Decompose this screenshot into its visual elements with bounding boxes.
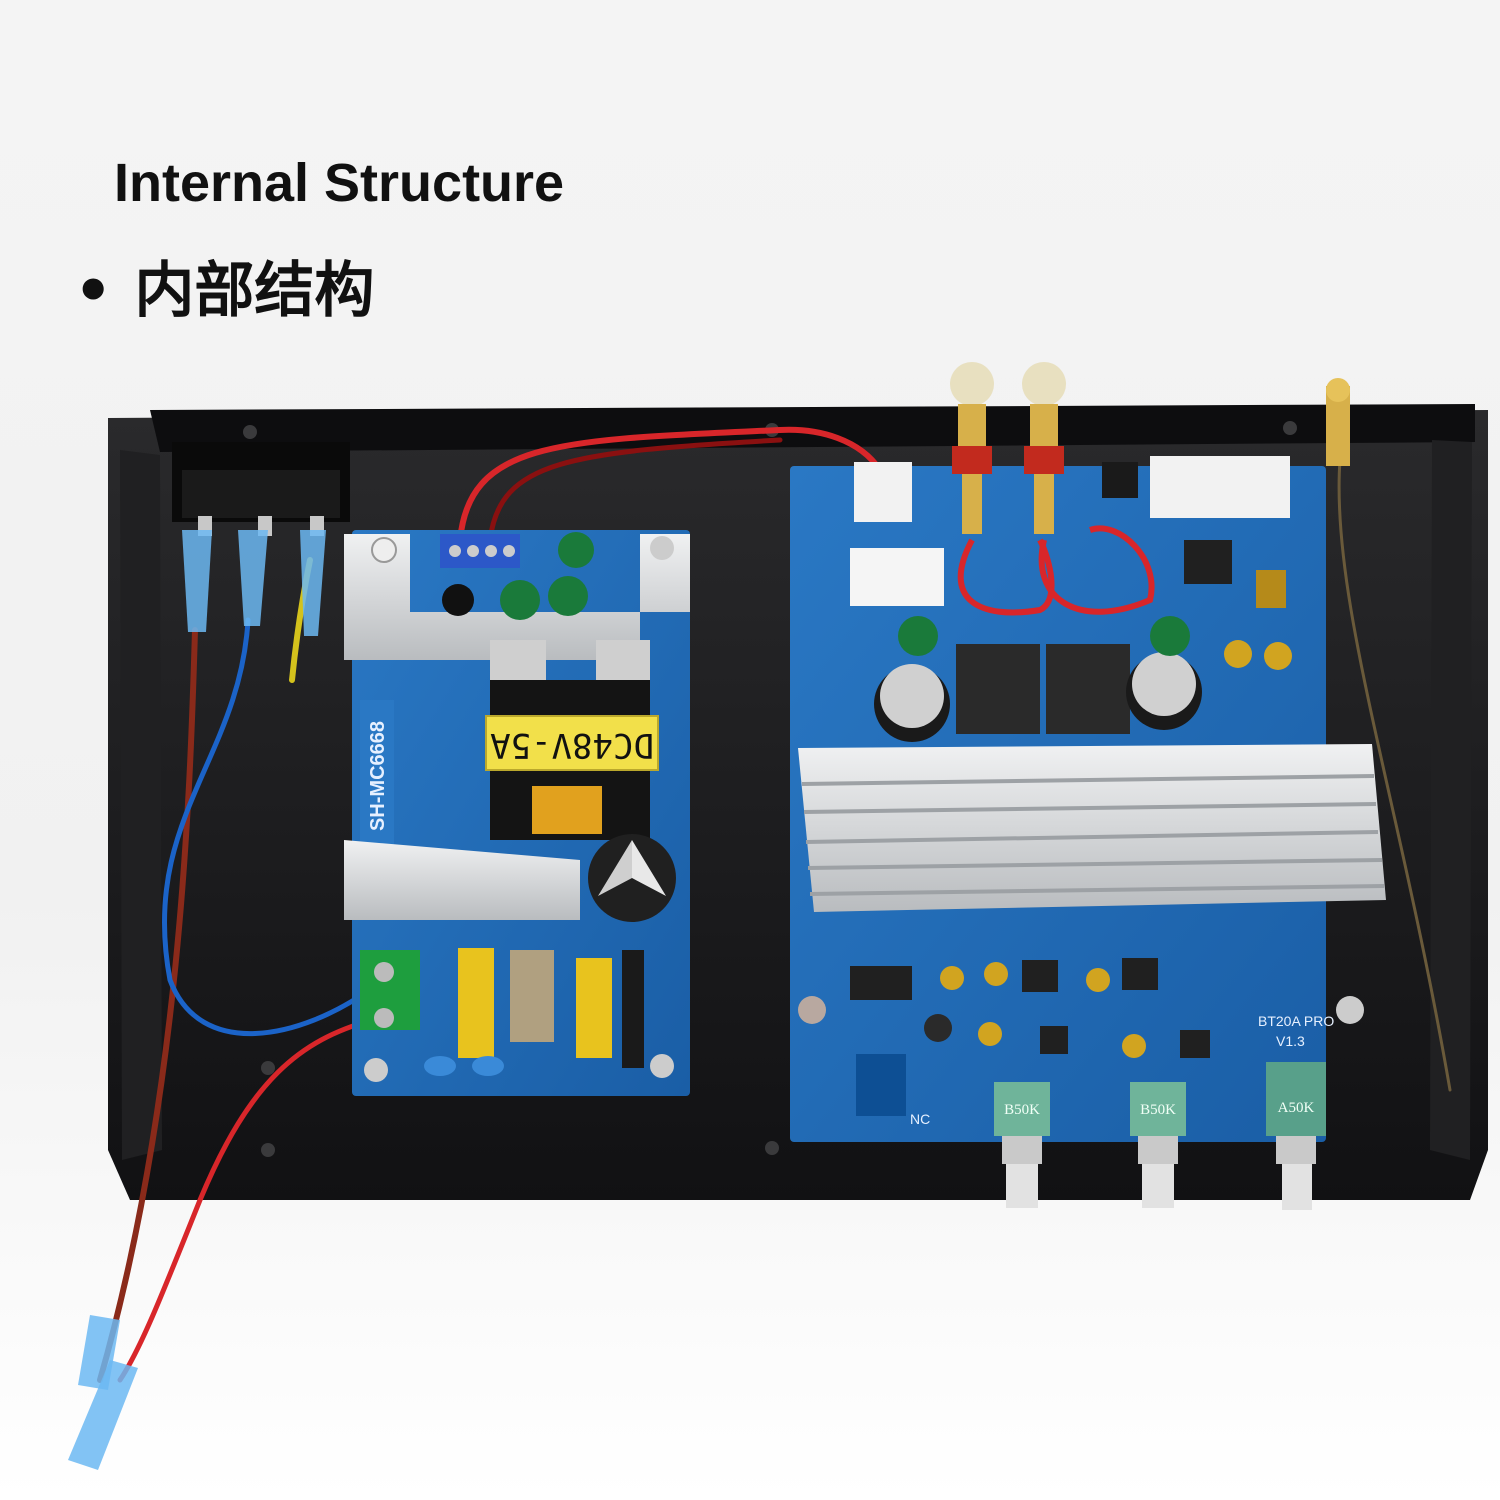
amplifier-board: BT20A PRO V1.3 NC [790,362,1386,1142]
page-subtitle: • 内部结构 [74,242,374,329]
spade-terminals [68,530,326,1470]
pot-volume: A50K [1266,1062,1326,1210]
pot-volume-label: A50K [1278,1100,1315,1116]
bullet: • [74,256,113,326]
power-inlet [172,442,350,536]
amp-model-label: BT20A PRO [1258,1013,1334,1029]
pot-bass-label: B50K [1004,1102,1040,1118]
pot-treble-label: B50K [1140,1102,1176,1118]
rca-jacks [950,362,1066,534]
pot-treble: B50K [1130,1082,1186,1208]
amp-version-label: V1.3 [1276,1033,1305,1049]
potentiometers: B50K B50K A50K [994,1062,1326,1210]
psu-model-label: SH-MC6668 [367,721,389,831]
wiring [97,426,1452,1383]
page-title: Internal Structure [114,153,565,213]
subtitle-text: 内部结构 [134,256,375,326]
amp-heatsink [798,744,1386,912]
psu-board: DC48V-5A SH-MC6668 [344,530,690,1096]
pot-bass: B50K [994,1082,1050,1208]
antenna-connector [1326,378,1350,466]
psu-output-label: DC48V-5A [490,725,654,765]
amp-nc-label: NC [910,1111,930,1127]
